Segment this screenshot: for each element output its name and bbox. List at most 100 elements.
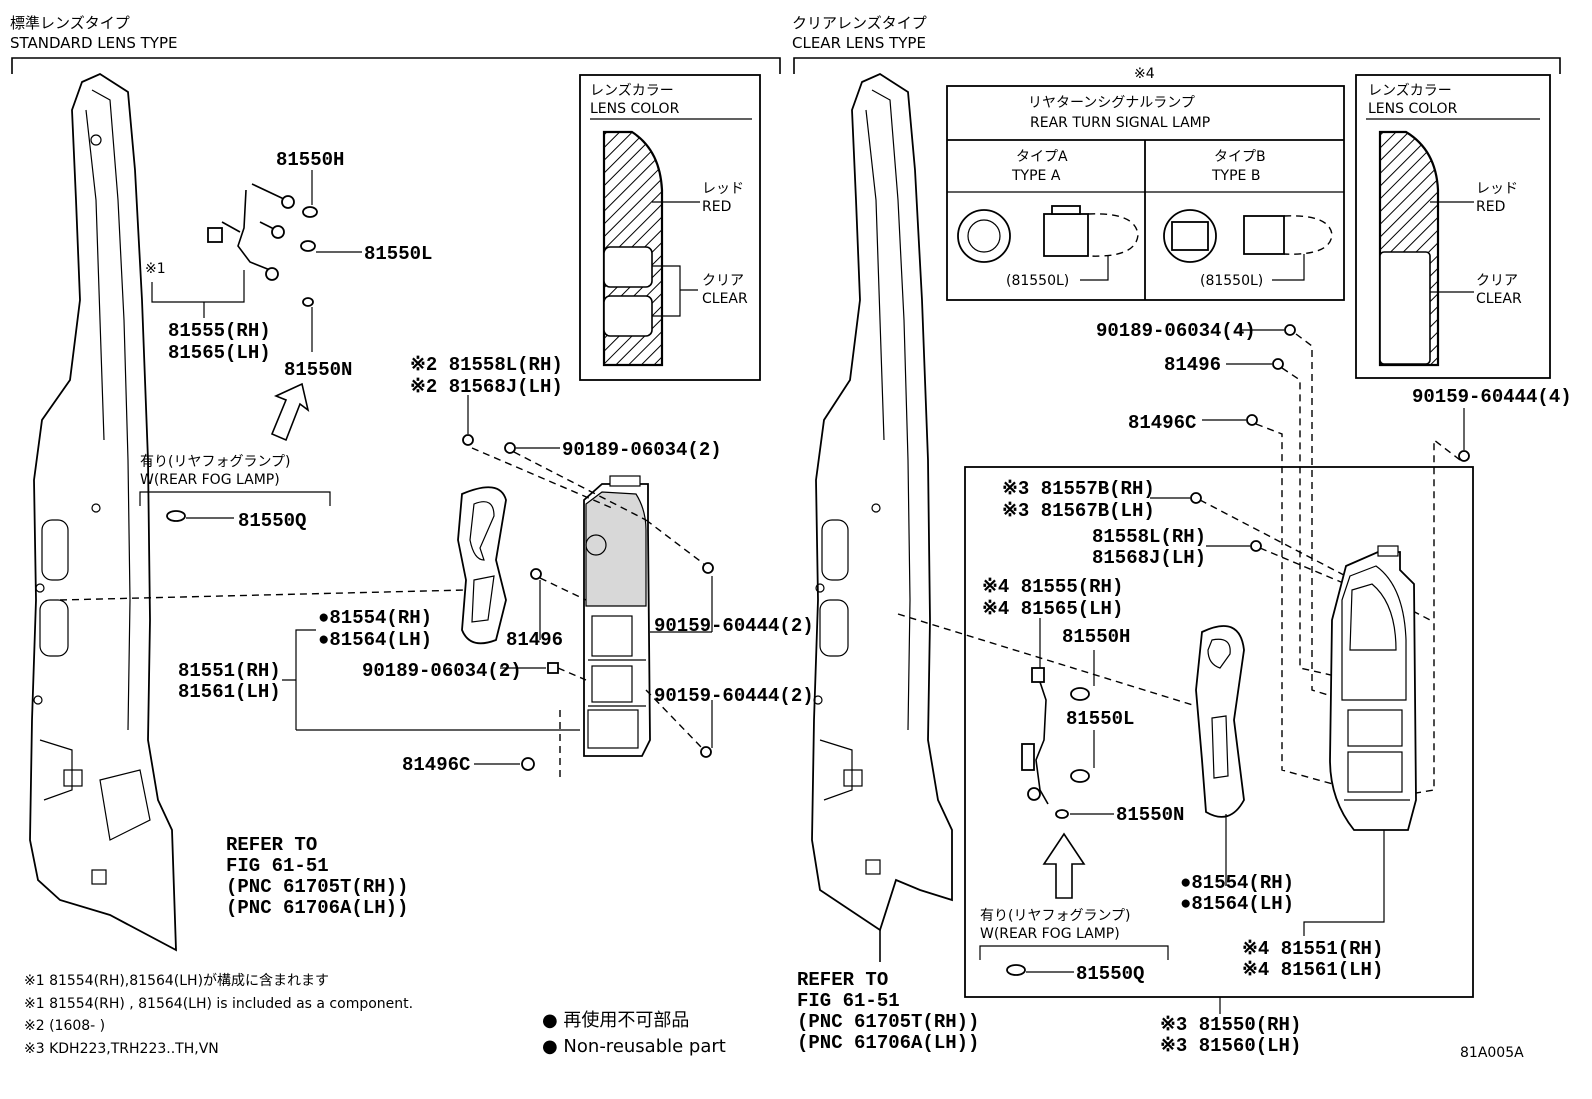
note-2: ※2 (1608- ) [24,1018,105,1034]
mark-1: ※1 [145,261,166,277]
clip-81558L-left [462,434,474,446]
part-81551-left: 81551(RH) [178,660,281,682]
wire-harness-left [221,183,287,271]
part-81561-right: ※4 81561(LH) [1242,959,1383,981]
refer-left-line-3: (PNC 61705T(RH)) [226,876,408,898]
tail-lamp-81551-right [1329,545,1417,831]
lens-red-jp: レッド [702,181,744,197]
part-81550-right: ※3 81550(RH) [1160,1014,1301,1036]
part-81564-right: ●81564(LH) [1180,893,1294,915]
part-81496C-left: 81496C [402,754,470,776]
part-81550N-left: 81550N [284,359,352,381]
gasket-81554-right [1195,625,1245,818]
screw-90159-left-a [702,562,714,574]
type-b-en: TYPE B [1211,168,1260,184]
note-1-en: ※1 81554(RH) , 81564(LH) is included as … [24,996,413,1012]
clear-bracket [793,57,1561,74]
standard-section-header: 標準レンズタイプ STANDARD LENS TYPE [10,14,781,74]
fog-en-left: W(REAR FOG LAMP) [140,472,280,488]
nut-90189-left-b [547,662,559,674]
left-body-pillar [29,72,177,952]
legend: ● 再使用不可部品 ● Non-reusable part [542,1010,726,1057]
part-81550L-left: 81550L [364,243,432,265]
type-a-socket [957,209,1011,263]
part-81550Q-right: 81550Q [1076,963,1144,985]
lens-clear-jp-right: クリア [1476,273,1518,289]
clear-section-header: クリアレンズタイプ CLEAR LENS TYPE [792,14,1561,74]
arrow-icon-right [1042,832,1086,899]
screw-90189-left-a [504,442,516,454]
refer-right: REFER TO FIG 61-51 (PNC 61705T(RH)) (PNC… [797,969,979,1054]
bulb-81550N-left [302,297,314,307]
refer-right-line-2: FIG 61-51 [797,990,900,1012]
lens-clear-area-right [1379,251,1431,365]
clip-81557B-right [1190,492,1202,504]
part-81565-right: ※4 81565(LH) [982,598,1123,620]
part-90159-left-a: 90159-60444(2) [654,615,814,637]
part-81555-right: ※4 81555(RH) [982,576,1123,598]
bulb-81550L-right [1070,769,1090,783]
part-81568J-right: 81568J(LH) [1092,547,1206,569]
gasket-81554-left [457,486,507,645]
type-a-bulb: (81550L) [1006,273,1069,289]
clip-81496C-right [1246,414,1258,426]
lens-clear-en-right: CLEAR [1476,291,1522,307]
part-81550Q-left: 81550Q [238,510,306,532]
clear-title-jp: クリアレンズタイプ [792,14,927,32]
wire-harness-right [1035,675,1049,805]
part-81554-right: ●81554(RH) [1180,872,1294,894]
lens-color-title-en-right: LENS COLOR [1368,101,1458,117]
lens-color-title-jp: レンズカラー [590,83,674,99]
screw-90159-left-b [700,746,712,758]
part-81550H-right: 81550H [1062,626,1130,648]
lens-color-title-en: LENS COLOR [590,101,680,117]
turn-signal-box: ※4 リヤターンシグナルランプ REAR TURN SIGNAL LAMP タイ… [946,66,1345,301]
part-81564-left: ●81564(LH) [318,629,432,651]
standard-title-en: STANDARD LENS TYPE [10,34,177,52]
lens-color-box-right: レンズカラー LENS COLOR レッド RED クリア CLEAR [1355,74,1551,379]
part-81496-right: 81496 [1164,354,1221,376]
clip-81496C-left [521,757,535,771]
part-81550H-left: 81550H [276,149,344,171]
lens-red-en-right: RED [1476,199,1505,215]
type-b-bulb: (81550L) [1200,273,1263,289]
part-81561-left: 81561(LH) [178,681,281,703]
figure-id: 81A005A [1460,1045,1524,1061]
bulb-81550H-right [1070,687,1090,701]
refer-right-line-3: (PNC 61705T(RH)) [797,1011,979,1033]
part-81560-right: ※3 81560(LH) [1160,1035,1301,1057]
lens-red-jp-right: レッド [1476,181,1518,197]
note-3: ※3 KDH223,TRH223..TH,VN [24,1041,219,1057]
part-81557B-right: ※3 81557B(RH) [1002,478,1155,500]
fog-en-right: W(REAR FOG LAMP) [980,926,1120,942]
part-81568J-left: ※2 81568J(LH) [410,376,563,398]
turn-signal-title-jp: リヤターンシグナルランプ [1028,95,1195,111]
bulb-81550N-right [1055,809,1069,819]
clip-81558L-right [1250,540,1262,552]
lens-red-en: RED [702,199,731,215]
part-90189-left-b: 90189-06034(2) [362,660,522,682]
part-81550L-right: 81550L [1066,708,1134,730]
tail-lamp-81551-left [583,475,651,757]
type-a-jp: タイプA [1016,149,1068,165]
type-a-en: TYPE A [1011,168,1061,184]
lens-clear-area-2 [603,295,653,337]
bulb-81550L-left [300,240,316,252]
fog-jp-right: 有り(リヤフォグランプ) [980,908,1131,924]
screw-90189-right [1284,324,1296,336]
standard-title-jp: 標準レンズタイプ [10,14,130,32]
bulb-81550H-left [302,206,318,218]
part-81550N-right: 81550N [1116,804,1184,826]
lens-clear-en: CLEAR [702,291,748,307]
footnotes: ※1 81554(RH),81564(LH)が構成に含まれます ※1 81554… [24,973,413,1057]
turn-signal-title-en: REAR TURN SIGNAL LAMP [1030,115,1210,131]
lens-clear-area-1 [603,246,653,288]
right-assembly: 有り(リヤフォグランプ) W(REAR FOG LAMP) 81550Q ※3 … [897,320,1572,1057]
part-81567B-right: ※3 81567B(LH) [1002,500,1155,522]
part-90189-left-a: 90189-06034(2) [562,439,722,461]
part-90189-right: 90189-06034(4) [1096,320,1256,342]
fog-jp-left: 有り(リヤフォグランプ) [140,454,291,470]
legend-jp: ● 再使用不可部品 [542,1010,689,1031]
note-1-jp: ※1 81554(RH),81564(LH)が構成に含まれます [24,973,329,989]
